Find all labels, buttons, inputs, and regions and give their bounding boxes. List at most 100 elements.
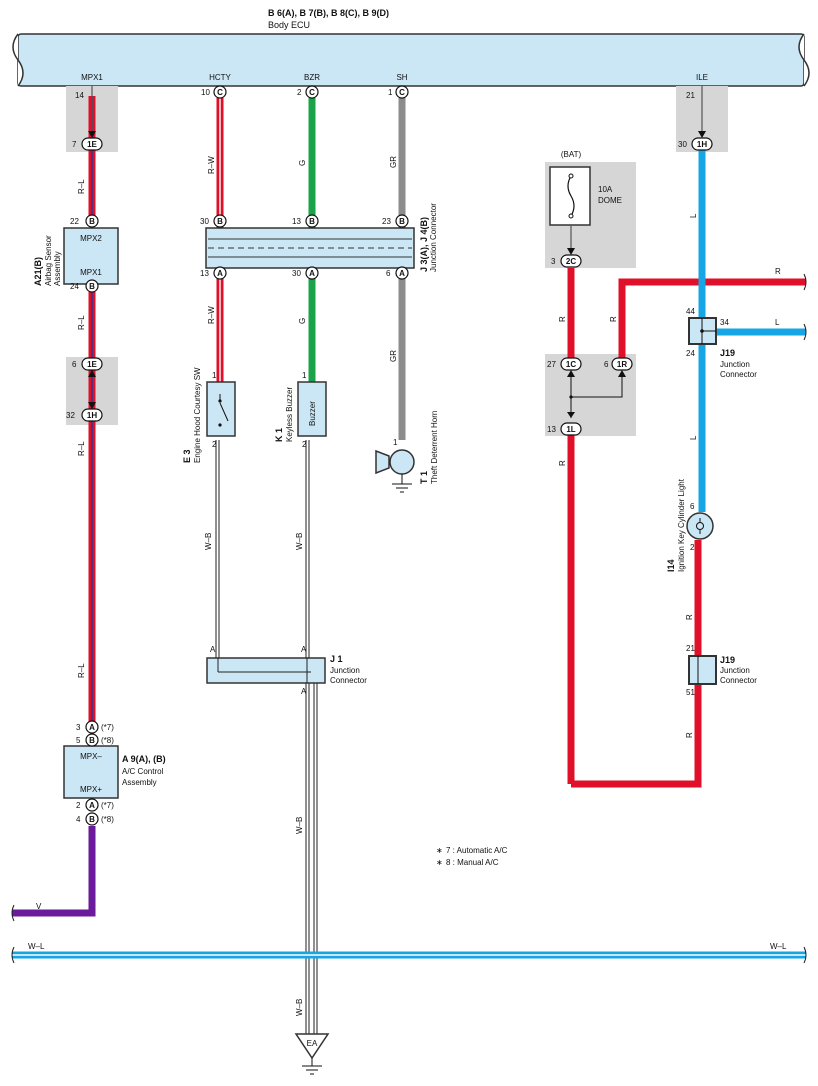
jc34-name: Junction Connector — [429, 203, 438, 272]
wire-label-r-2: R — [609, 316, 618, 322]
note-automatic-ac: 7 : Automatic A/C — [446, 846, 508, 855]
wire-label-r-w-2: R–W — [207, 306, 216, 324]
airbag-sensor-assembly: MPX2 MPX1 A21(B) Airbag Sensor Assembly — [33, 227, 119, 286]
ac-terminal-mpx-minus: MPX– — [80, 752, 102, 761]
jc34-code: J 3(A), J 4(B) — [419, 217, 429, 272]
ac-code: A 9(A), (B) — [122, 754, 166, 764]
ac-name: A/C Control — [122, 767, 164, 776]
note-mark-7: ∗ — [436, 846, 443, 855]
notes: ∗ 7 : Automatic A/C ∗ 8 : Manual A/C — [436, 846, 508, 867]
fuse-rating: 10A — [598, 185, 613, 194]
pin-jc-23-letter: B — [399, 217, 405, 226]
theft-deterrent-horn: T 1 Theft Deterrent Horn — [375, 411, 439, 493]
j1-code: J 1 — [330, 654, 343, 664]
pin-num-51: 51 — [686, 688, 695, 697]
pin-num-6-1r: 6 — [604, 360, 609, 369]
keyless-buzzer: Buzzer K 1 Keyless Buzzer — [274, 381, 327, 442]
pin-j1-a-left: A — [210, 645, 216, 654]
note-mark-8: ∗ — [436, 858, 443, 867]
pin-circles — [85, 85, 409, 826]
pin-num-27: 27 — [547, 360, 556, 369]
body-ecu-name: Body ECU — [268, 20, 310, 30]
pin-note-7-lower: (*7) — [101, 801, 114, 810]
fuse-name: DOME — [598, 196, 622, 205]
pin-num-4: 4 — [76, 815, 81, 824]
pin-num-buzzer-2: 2 — [302, 440, 307, 449]
pin-2c: 2C — [566, 257, 576, 266]
pin-num-7: 7 — [72, 140, 77, 149]
pin-num-13-jc-a: 13 — [200, 269, 209, 278]
j19-lower-name-2: Connector — [720, 676, 757, 685]
pin-1h-lower: 1H — [87, 411, 97, 420]
pin-num-24-j19: 24 — [686, 349, 695, 358]
ground-ea: EA — [294, 1033, 330, 1075]
wire-label-w-b-2: W–B — [295, 533, 304, 550]
pin-ecu-sh-letter: C — [399, 88, 405, 97]
j19-lower-name: Junction — [720, 666, 750, 675]
wire-label-w-b-4: W–B — [295, 999, 304, 1016]
j1-name: Junction — [330, 666, 360, 675]
wire-label-l-1: L — [689, 213, 698, 218]
j19-upper-code: J19 — [720, 348, 735, 358]
pin-num-3-fuse: 3 — [551, 257, 556, 266]
terminal-sh: SH — [396, 73, 407, 82]
wire-label-w-l-right: W–L — [770, 942, 787, 951]
wire-label-r-l-3: R–L — [77, 441, 86, 456]
pin-1l: 1L — [566, 425, 575, 434]
pin-j1-a-bottom: A — [301, 687, 307, 696]
body-ecu-connectors: B 6(A), B 7(B), B 8(C), B 9(D) — [268, 8, 389, 18]
wire-label-w-l-left: W–L — [28, 942, 45, 951]
buzzer-code: K 1 — [274, 428, 284, 442]
pin-num-6-airbag: 6 — [72, 360, 77, 369]
pin-1h-upper: 1H — [697, 140, 707, 149]
pin-jc-30a-letter: A — [309, 269, 315, 278]
pin-num-hood-2: 2 — [212, 440, 217, 449]
pin-num-13-jc-b: 13 — [292, 217, 301, 226]
pin-num-34: 34 — [720, 318, 729, 327]
wire-label-g-2: G — [298, 318, 307, 324]
pin-1r: 1R — [617, 360, 627, 369]
buzzer-inner-label: Buzzer — [308, 401, 317, 426]
pin-num-6-lamp: 6 — [690, 502, 695, 511]
wire-label-r-4: R — [685, 614, 694, 620]
pin-num-32: 32 — [66, 411, 75, 420]
pin-num-ecu-2: 2 — [297, 88, 302, 97]
pin-note-7-upper: (*7) — [101, 723, 114, 732]
fuse-10a-dome: (BAT) 10A DOME — [549, 150, 622, 250]
junction-connector-j19-upper: J19 Junction Connector — [688, 317, 757, 379]
pin-num-ecu-21: 21 — [686, 91, 695, 100]
pin-airbag-24-letter: B — [89, 282, 95, 291]
pin-num-30-jc: 30 — [200, 217, 209, 226]
pin-num-2-lamp: 2 — [690, 543, 695, 552]
ac-terminal-mpx-plus: MPX+ — [80, 785, 102, 794]
ground-ea-label: EA — [307, 1039, 318, 1048]
pin-num-ecu-10: 10 — [201, 88, 210, 97]
engine-hood-courtesy-switch: E 3 Engine Hood Courtesy SW — [182, 367, 236, 463]
pin-ecu-hcty-letter: C — [217, 88, 223, 97]
pin-num-ecu-1: 1 — [388, 88, 393, 97]
wire-label-l-3: L — [775, 318, 780, 327]
pin-num-hood-1: 1 — [212, 371, 217, 380]
pin-j1-a-top: A — [301, 645, 307, 654]
hood-switch-name: Engine Hood Courtesy SW — [193, 367, 202, 463]
pin-num-24: 24 — [70, 282, 79, 291]
body-ecu-right-break — [798, 33, 810, 87]
pin-jc-6a-letter: A — [399, 269, 405, 278]
pin-1c: 1C — [566, 360, 576, 369]
wire-label-g-1: G — [298, 160, 307, 166]
ignition-key-cylinder-light: I14 Ignition Key Cylinder Light — [666, 478, 714, 572]
horn-code: T 1 — [419, 471, 429, 484]
junction-1c-1r-1l — [567, 374, 623, 418]
pin-arrows — [88, 131, 706, 409]
note-manual-ac: 8 : Manual A/C — [446, 858, 499, 867]
wire-label-r-l-1: R–L — [77, 179, 86, 194]
pin-num-3: 3 — [76, 723, 81, 732]
fuse-supply: (BAT) — [561, 150, 582, 159]
wire-label-r-3: R — [558, 460, 567, 466]
pin-num-6-jc: 6 — [386, 269, 391, 278]
wire-breaks — [11, 273, 807, 964]
pin-num-22: 22 — [70, 217, 79, 226]
body-ecu-left-break — [12, 33, 24, 87]
pin-ac-2-letter: A — [89, 801, 95, 810]
